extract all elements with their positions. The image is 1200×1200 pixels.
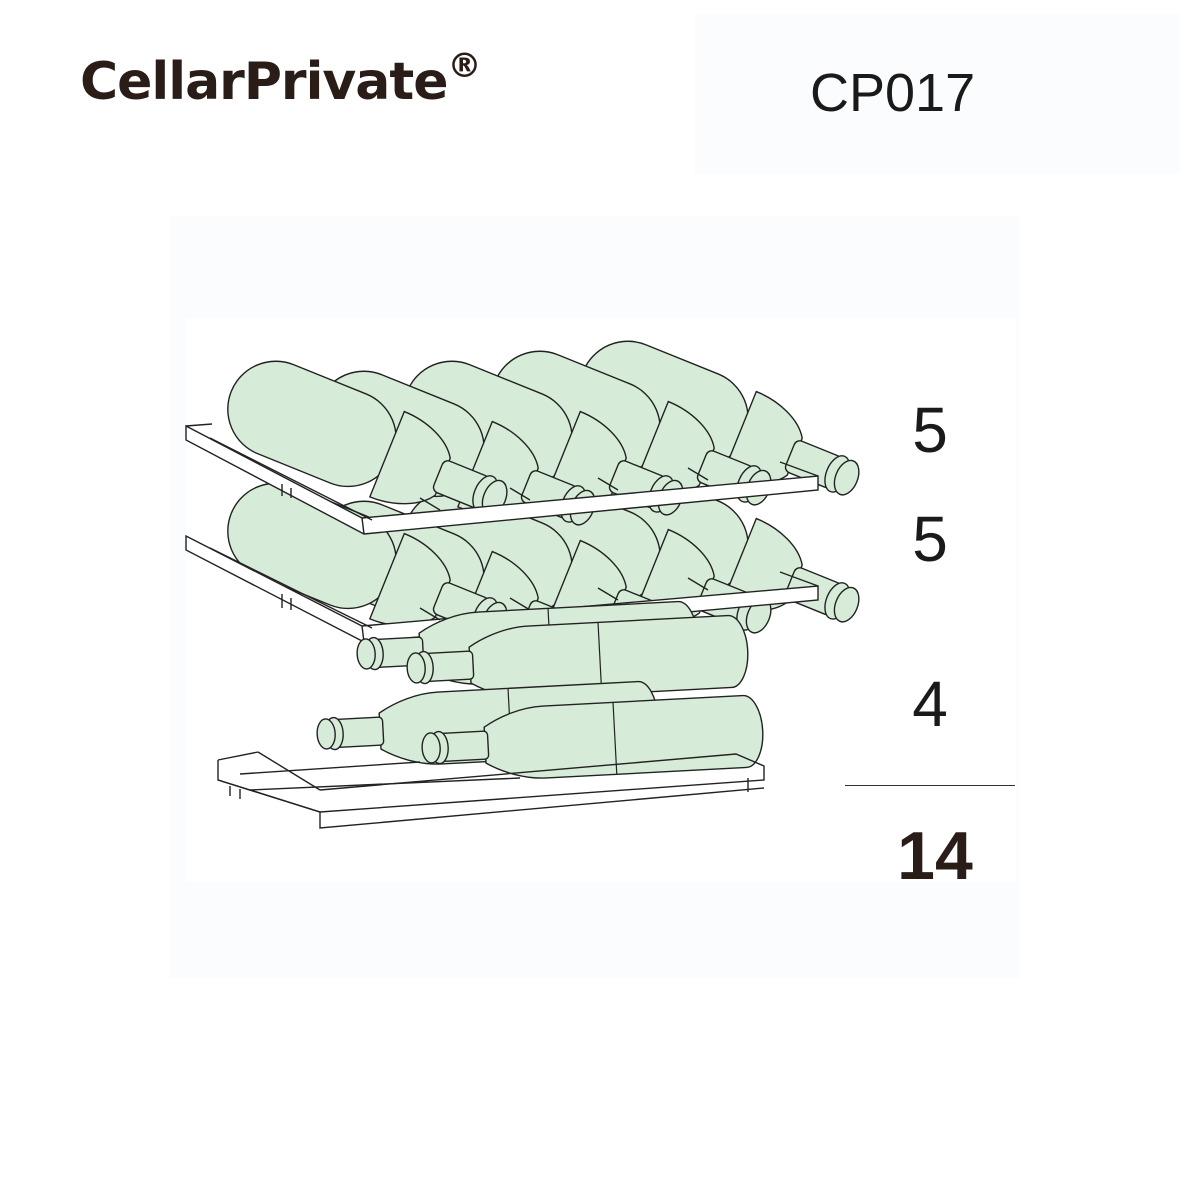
- middle-shelf-count: 5: [912, 503, 948, 575]
- brand-name: CellarPrivate: [80, 52, 449, 112]
- total-capacity: 14: [897, 818, 973, 894]
- bottom-tray: [217, 751, 765, 829]
- sum-divider: [845, 785, 1015, 786]
- model-panel: [695, 14, 1180, 174]
- brand-logo: CellarPrivate®: [80, 46, 482, 112]
- model-number: CP017: [810, 63, 976, 123]
- top-shelf-count: 5: [912, 394, 948, 466]
- top-shelf: [185, 423, 819, 535]
- registered-mark: ®: [447, 46, 482, 86]
- bottom-shelf-count: 4: [912, 668, 948, 740]
